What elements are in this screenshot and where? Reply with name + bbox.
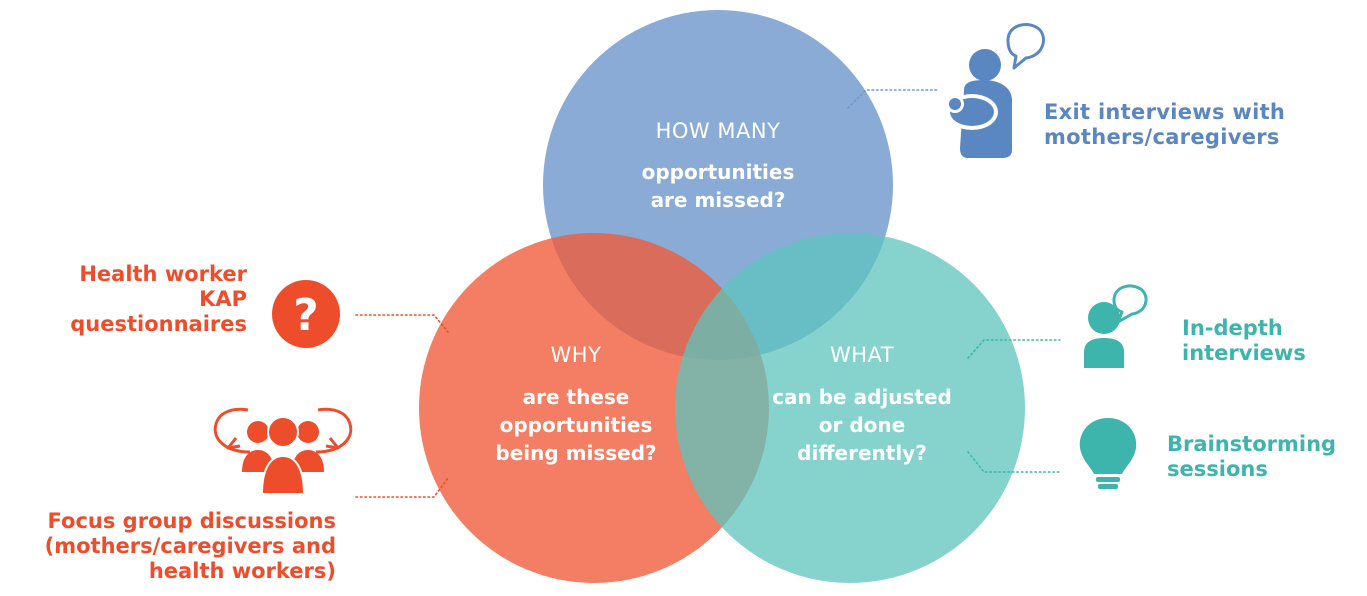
what-title: WHAT (829, 343, 895, 367)
exit-interviews-line-1: Exit interviews with (1044, 100, 1286, 124)
mother-with-baby-speech-icon (946, 23, 1045, 158)
brainstorming-line-1: Brainstorming (1167, 432, 1337, 456)
focus-groups-line-2: (mothers/caregivers and (44, 534, 336, 559)
why-line-2: opportunities (499, 413, 653, 437)
kap-label: Health worker KAP questionnaires (70, 262, 247, 338)
how-many-text: opportunities are missed? (598, 158, 838, 214)
why-text: are these opportunities being missed? (476, 383, 676, 467)
how-many-line-2: are missed? (650, 188, 786, 212)
how-many-title: HOW MANY (655, 119, 781, 143)
in-depth-label: In-depth interviews (1182, 316, 1306, 366)
person-speech-icon (1084, 284, 1148, 368)
in-depth-line-1: In-depth (1182, 316, 1283, 340)
connector-brainstorming (967, 451, 1061, 473)
connector-focus-groups (355, 477, 449, 498)
brainstorming-label: Brainstorming sessions (1167, 432, 1336, 482)
question-mark-icon: ? (272, 280, 340, 348)
what-text: can be adjusted or done differently? (752, 383, 972, 467)
focus-groups-line-1: Focus group discussions (47, 509, 336, 533)
why-line-3: being missed? (495, 441, 657, 465)
lightbulb-icon (1079, 418, 1137, 489)
why-line-1: are these (522, 385, 630, 409)
why-circle (419, 233, 769, 583)
what-line-3: differently? (797, 441, 927, 465)
connector-in-depth (967, 339, 1061, 359)
what-line-1: can be adjusted (772, 385, 952, 409)
how-many-line-1: opportunities (641, 160, 795, 184)
svg-text:?: ? (293, 290, 319, 341)
what-circle (675, 233, 1025, 583)
what-line-2: or done (818, 413, 906, 437)
brainstorming-line-2: sessions (1167, 457, 1268, 482)
exit-interviews-label: Exit interviews with mothers/caregivers (1044, 100, 1285, 150)
kap-line-2: KAP (199, 287, 247, 312)
why-title: WHY (550, 343, 602, 367)
in-depth-line-2: interviews (1182, 341, 1306, 366)
focus-groups-line-3: health workers) (148, 559, 336, 584)
focus-groups-label: Focus group discussions (mothers/caregiv… (45, 509, 336, 585)
connector-exit-interviews (847, 89, 939, 109)
kap-line-3: questionnaires (70, 312, 247, 337)
exit-interviews-line-2: mothers/caregivers (1044, 125, 1280, 150)
group-discussion-icon (213, 407, 353, 495)
connector-kap (355, 314, 449, 333)
kap-line-1: Health worker (79, 262, 247, 286)
